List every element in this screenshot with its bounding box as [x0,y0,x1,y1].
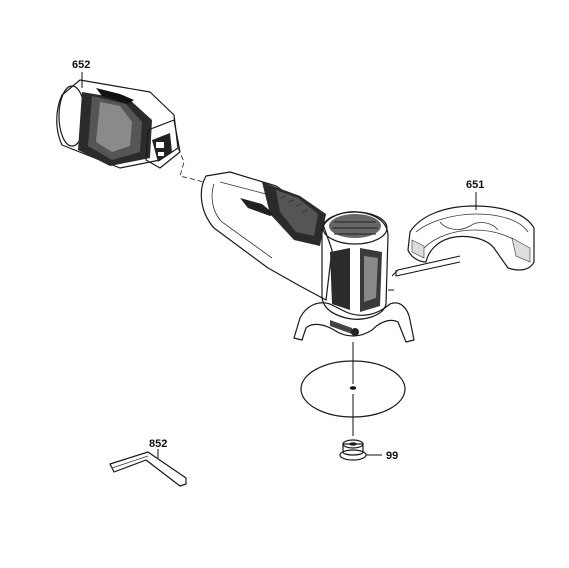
battery-pack [56,79,181,169]
svg-text:652: 652 [72,59,90,71]
label-652: 652 [72,59,90,88]
hex-key [109,451,187,487]
label-99: 99 [366,450,398,462]
flange-nut [339,394,367,461]
svg-text:99: 99 [386,450,398,462]
label-651: 651 [466,179,484,210]
protective-guard [407,205,535,271]
tool-body [200,171,415,343]
battery-insertion-line [177,147,205,183]
svg-text:852: 852 [149,438,167,450]
svg-text:651: 651 [466,179,484,191]
label-852: 852 [149,438,167,458]
guard-assembly-line [388,261,461,291]
